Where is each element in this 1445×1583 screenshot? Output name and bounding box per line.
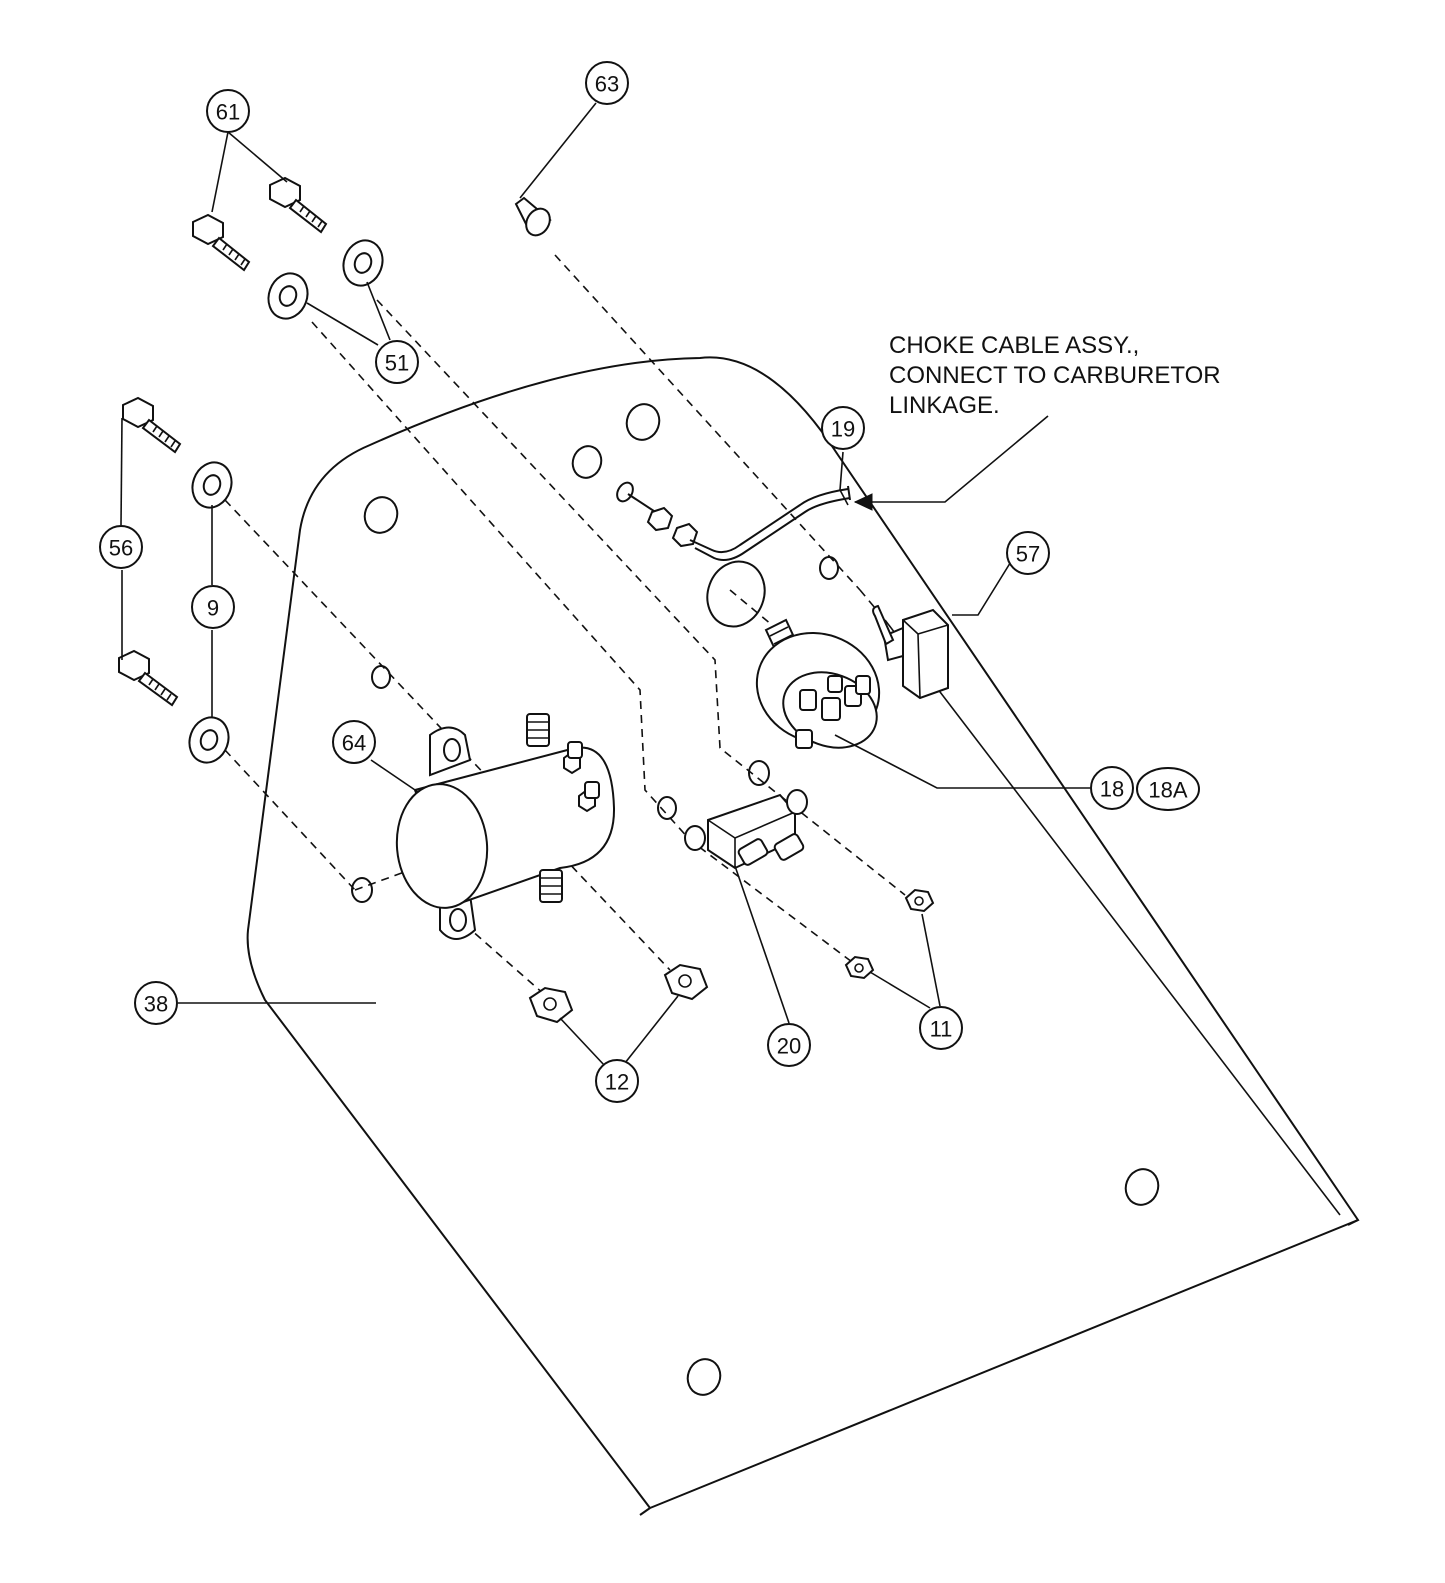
assembly-lines: [224, 254, 1341, 1216]
svg-text:12: 12: [605, 1070, 629, 1095]
callout-11: 11: [919, 1006, 963, 1050]
svg-text:61: 61: [216, 100, 240, 125]
plate-holes: [351, 403, 1160, 1396]
svg-text:18A: 18A: [1148, 778, 1187, 803]
svg-text:57: 57: [1016, 542, 1040, 567]
choke-knob: [514, 196, 552, 237]
note-line-2: CONNECT TO CARBURETOR: [889, 362, 1221, 389]
svg-text:56: 56: [109, 536, 133, 561]
callout-38: 38: [134, 981, 178, 1025]
nuts: [528, 888, 935, 1024]
svg-text:11: 11: [930, 1017, 953, 1042]
svg-text:38: 38: [144, 992, 168, 1017]
solenoid: [395, 713, 616, 940]
callout-61: 61: [206, 89, 250, 133]
bolt-61-lower: [192, 213, 251, 272]
callout-9: 9: [191, 585, 235, 629]
svg-text:9: 9: [207, 596, 219, 621]
ignition-switch: [755, 618, 881, 749]
callout-18: 18: [1090, 766, 1134, 810]
callout-19: 19: [821, 406, 865, 450]
toggle-switch: [872, 604, 949, 700]
choke-cable-note: CHOKE CABLE ASSY., CONNECT TO CARBURETOR…: [889, 332, 1221, 419]
bolt-56-lower: [118, 649, 179, 707]
svg-text:51: 51: [385, 351, 409, 376]
note-line-1: CHOKE CABLE ASSY.,: [889, 332, 1139, 359]
callout-18a: 18A: [1136, 767, 1200, 811]
callout-20: 20: [767, 1023, 811, 1067]
svg-text:20: 20: [777, 1034, 801, 1059]
svg-text:64: 64: [342, 731, 366, 756]
callout-57: 57: [1006, 531, 1050, 575]
note-line-3: LINKAGE.: [889, 392, 1000, 419]
callout-63: 63: [585, 61, 629, 105]
bolt-56-upper: [122, 396, 182, 454]
svg-text:18: 18: [1100, 777, 1124, 802]
callout-64: 64: [332, 720, 376, 764]
leader-lines: [120, 102, 1090, 1067]
mounting-plate: [246, 356, 1360, 1516]
svg-text:63: 63: [595, 72, 619, 97]
callout-56: 56: [99, 525, 143, 569]
bolt-61-upper: [269, 176, 328, 234]
circuit-breaker: [684, 789, 808, 870]
callout-51: 51: [375, 340, 419, 384]
callout-12: 12: [595, 1059, 639, 1103]
choke-cable: [616, 481, 851, 561]
washers: [188, 239, 384, 764]
svg-text:19: 19: [831, 417, 855, 442]
